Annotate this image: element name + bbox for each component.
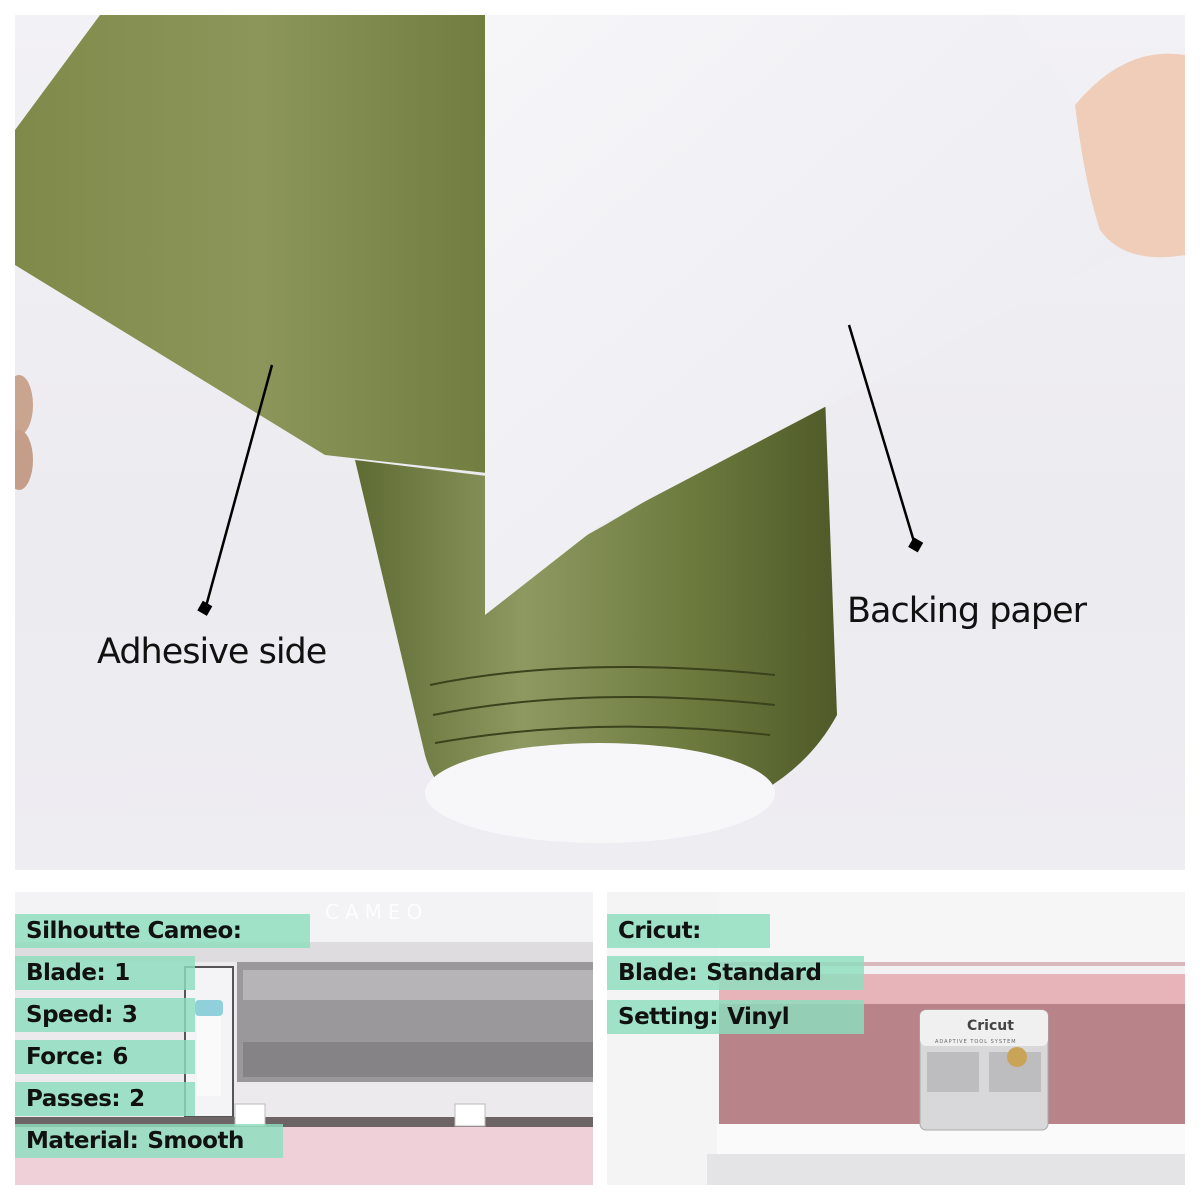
setting-value: Vinyl: [727, 1004, 790, 1030]
setting-setting: Setting: Vinyl: [607, 1000, 864, 1034]
adhesive-side-sheet: [15, 15, 505, 475]
vinyl-roll-illustration: [15, 15, 1185, 843]
roll-core: [425, 743, 775, 843]
setting-force: Force: 6: [15, 1040, 195, 1074]
hand-right: [1075, 53, 1185, 258]
setting-value: 6: [112, 1044, 128, 1070]
callout-line-adhesive: [203, 364, 274, 611]
cricut-subtext: ADAPTIVE TOOL SYSTEM: [935, 1039, 1017, 1045]
setting-label: Blade:: [26, 960, 106, 986]
setting-label: Force:: [26, 1044, 104, 1070]
setting-label: Blade:: [618, 960, 698, 986]
callout-marker-backing: [908, 537, 924, 553]
setting-blade: Blade: Standard: [607, 956, 864, 990]
setting-value: 1: [114, 960, 130, 986]
cricut-brand-text: Cricut: [967, 1018, 1014, 1034]
vinyl-roll: [355, 395, 837, 835]
callout-backing-paper: Backing paper: [847, 591, 1087, 631]
callout-marker-adhesive: [197, 600, 213, 616]
setting-blade: Blade: 1: [15, 956, 195, 990]
setting-value: 2: [129, 1086, 145, 1112]
callout-line-backing: [847, 324, 917, 546]
setting-label: Speed:: [26, 1002, 113, 1028]
setting-passes: Passes: 2: [15, 1082, 195, 1116]
cameo-brand-text: CAMEO: [325, 900, 429, 924]
cricut-panel: Cricut ADAPTIVE TOOL SYSTEM Cricut: Blad…: [607, 892, 1185, 1185]
silhouette-cameo-panel: CAMEO Silhoutte Cameo: Blade: 1 Speed: 3 F…: [15, 892, 593, 1185]
finger-left: [15, 375, 33, 435]
setting-value: 3: [121, 1002, 138, 1028]
setting-value: Standard: [706, 960, 822, 986]
backing-paper-sheet: [485, 15, 1175, 615]
product-photo-vinyl-roll: Adhesive side Backing paper: [15, 15, 1185, 870]
setting-label: Material:: [26, 1128, 139, 1154]
setting-material: Material: Smooth: [15, 1124, 283, 1158]
setting-label: Setting:: [618, 1004, 719, 1030]
setting-label: Passes:: [26, 1086, 121, 1112]
silhouette-title-tag: Silhoutte Cameo:: [15, 914, 310, 948]
cricut-title-tag: Cricut:: [607, 914, 770, 948]
setting-value: Smooth: [147, 1128, 244, 1154]
cricut-title: Cricut:: [618, 918, 701, 944]
callout-adhesive-side: Adhesive side: [97, 632, 327, 672]
silhouette-title: Silhoutte Cameo:: [26, 918, 242, 944]
setting-speed: Speed: 3: [15, 998, 195, 1032]
